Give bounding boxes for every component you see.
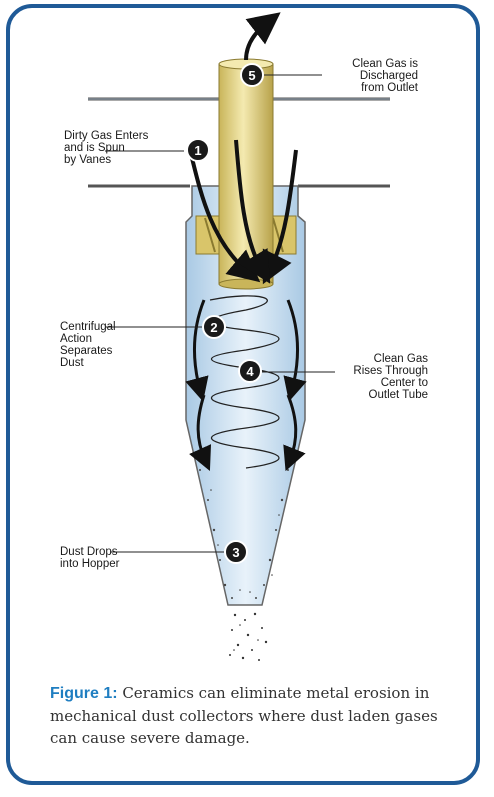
step-2-label: Centrifugal Action Separates Dust bbox=[60, 321, 116, 369]
step-badge-3: 3 bbox=[225, 541, 247, 563]
step-badge-4: 4 bbox=[239, 360, 261, 382]
svg-text:4: 4 bbox=[246, 364, 254, 379]
svg-text:2: 2 bbox=[210, 320, 217, 335]
caption-title: Figure 1: bbox=[50, 685, 118, 702]
svg-text:1: 1 bbox=[194, 143, 201, 158]
step-badge-5: 5 bbox=[241, 64, 263, 86]
step-3-label: Dust Drops into Hopper bbox=[60, 546, 119, 570]
step-4-label: Clean Gas Rises Through Center to Outlet… bbox=[336, 353, 428, 401]
step-badge-2: 2 bbox=[203, 316, 225, 338]
outlet-tube bbox=[219, 59, 273, 289]
step-5-label: Clean Gas is Discharged from Outlet bbox=[322, 58, 418, 94]
hopper-dust bbox=[229, 613, 267, 661]
discharge-arrow bbox=[246, 22, 268, 60]
step-1-label: Dirty Gas Enters and is Spun by Vanes bbox=[64, 130, 148, 166]
svg-text:3: 3 bbox=[232, 545, 239, 560]
figure-caption: Figure 1: Ceramics can eliminate metal e… bbox=[50, 682, 450, 749]
svg-text:5: 5 bbox=[248, 68, 255, 83]
step-badge-1: 1 bbox=[187, 139, 209, 161]
